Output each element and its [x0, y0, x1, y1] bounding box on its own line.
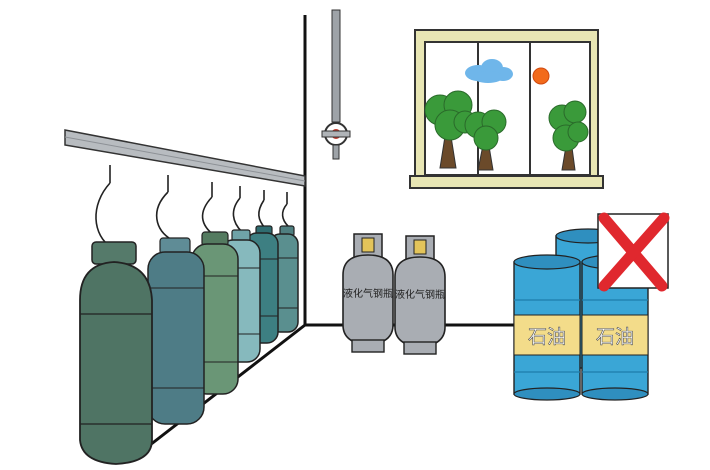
gas-cylinder [79, 241, 153, 465]
red-x-icon [597, 212, 670, 292]
sun-icon [532, 67, 550, 85]
window [409, 29, 604, 189]
cloud-icon [465, 59, 513, 83]
lpg-cylinder: 液化气钢瓶 [394, 235, 446, 355]
oil-drum: 石油 [513, 254, 581, 401]
lpg-cylinder-label: 液化气钢瓶 [395, 288, 445, 301]
tree-icon [424, 90, 477, 169]
hanging-rail [64, 129, 306, 187]
tree-icon [548, 100, 589, 171]
tree-icon [464, 109, 507, 171]
oil-drum-label: 石油 [528, 326, 566, 348]
gas-cylinder [147, 237, 205, 425]
gas-pipe [321, 9, 351, 160]
oil-drum-label: 石油 [596, 326, 634, 348]
lpg-cylinder-label: 液化气钢瓶 [343, 287, 393, 300]
lpg-cylinder: 液化气钢瓶 [342, 233, 394, 353]
